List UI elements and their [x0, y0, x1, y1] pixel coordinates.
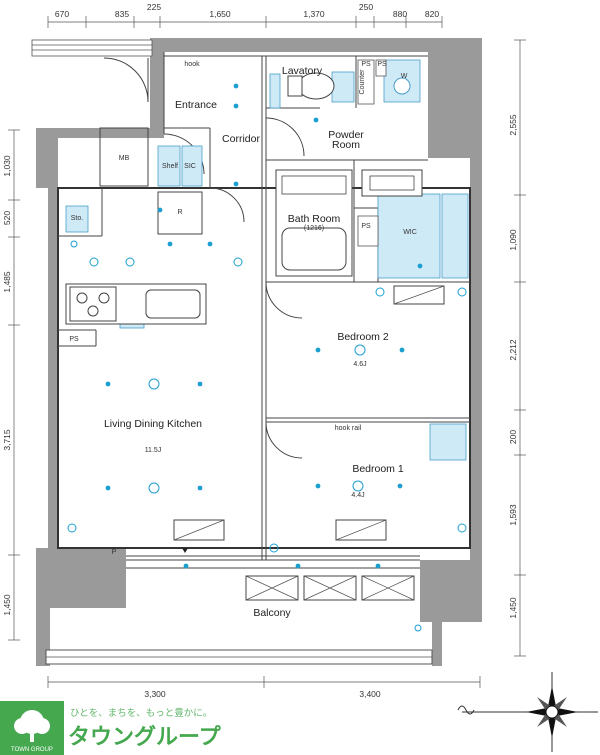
mb-label: MB: [119, 155, 130, 162]
town-group-logo: TOWN GROUP ひとを、まちを、もっと豊かに。 タウングループ: [0, 701, 222, 755]
w-label: W: [401, 73, 408, 80]
bath-room-label: Bath Room: [288, 213, 341, 225]
logo-tagline: ひとを、まちを、もっと豊かに。: [70, 707, 212, 719]
sto-label: Sto.: [71, 215, 84, 222]
bedroom2-label: Bedroom 2: [337, 331, 389, 343]
entrance-label: Entrance: [175, 99, 217, 111]
top-dim-1: 670: [55, 9, 69, 19]
corridor-label: Corridor: [222, 133, 260, 145]
ps-label-4: PS: [69, 336, 79, 343]
right-dim-1: 2,555: [508, 114, 518, 136]
ldk-label: Living Dining Kitchen: [104, 418, 202, 430]
r-label: R: [177, 209, 182, 216]
washer-icon: [393, 77, 411, 95]
balcony-label: Balcony: [253, 607, 291, 619]
ps-label-3: PS: [361, 223, 371, 230]
compass-icon: [457, 672, 598, 752]
p-label: P: [112, 549, 117, 556]
outlets: [67, 240, 467, 632]
logo-brand: タウングループ: [68, 724, 222, 750]
top-dim-8: 820: [425, 9, 439, 19]
sink-icon: [145, 289, 201, 319]
bottom-dimension-line: 3,300 3,400: [47, 676, 481, 699]
top-dim-3: 225: [147, 2, 161, 12]
top-dim-6: 250: [359, 2, 373, 12]
top-dim-2: 835: [115, 9, 129, 19]
sic-label: SIC: [184, 163, 196, 170]
powder-room-label-1: Powder: [328, 129, 364, 141]
bedroom1-size-label: 4.4J: [351, 492, 364, 499]
lavatory-label: Lavatory: [282, 65, 323, 77]
bedroom1-label: Bedroom 1: [352, 463, 404, 475]
top-dim-5: 1,370: [303, 9, 325, 19]
logo-sub: TOWN GROUP: [11, 747, 53, 753]
right-dimension-line: 2,555 1,090 2,212 200 1,593 1,450: [508, 39, 526, 657]
powder-room-counter: [361, 169, 423, 197]
ceiling-lights: [105, 83, 423, 569]
hook-rail-label: hook rail: [335, 425, 362, 432]
left-dim-3: 1,485: [2, 271, 12, 293]
left-dim-4: 3,715: [2, 429, 12, 451]
bottom-dim-1: 3,300: [144, 689, 166, 699]
bedroom2-size-label: 4.6J: [353, 361, 366, 368]
right-dim-2: 1,090: [508, 229, 518, 251]
fixtures: [65, 59, 469, 461]
left-dim-1: 1,030: [2, 155, 12, 177]
ps-label-1: PS: [361, 61, 371, 68]
ldk-size-label: 11.5J: [145, 447, 162, 454]
bottom-dim-2: 3,400: [359, 689, 381, 699]
aircon-units: [173, 285, 445, 541]
right-dim-3: 2,212: [508, 339, 518, 361]
left-dim-2: 520: [2, 211, 12, 225]
balcony-outdoor-units: [245, 575, 415, 601]
shelf-label: Shelf: [162, 163, 178, 170]
bathtub-icon: [275, 169, 353, 277]
balcony-windows: [126, 548, 420, 569]
counter-label: Counter: [359, 69, 366, 95]
ps-label-2: PS: [377, 61, 387, 68]
entrance-door-strip: [31, 39, 153, 103]
right-dim-4: 200: [508, 430, 518, 444]
top-dim-4: 1,650: [209, 9, 231, 19]
right-dim-6: 1,450: [508, 597, 518, 619]
toilet-icon: [287, 72, 335, 100]
room-labels: hook Entrance Lavatory PS PS W Counter C…: [69, 61, 416, 619]
stove-icon: [69, 286, 117, 322]
hook-label: hook: [184, 61, 200, 68]
wic-label: WIC: [403, 229, 417, 236]
top-dimension-line: 670 835 225 1,650 1,370 250 880 820: [47, 2, 443, 28]
left-dimension-line: 1,030 520 1,485 3,715 1,450: [2, 129, 20, 641]
bath-size-label: (1216): [304, 225, 324, 232]
interior-walls: [57, 52, 471, 560]
top-dim-7: 880: [393, 9, 407, 19]
powder-room-label-2: Room: [332, 139, 360, 151]
right-dim-5: 1,593: [508, 504, 518, 526]
left-dim-5: 1,450: [2, 594, 12, 616]
